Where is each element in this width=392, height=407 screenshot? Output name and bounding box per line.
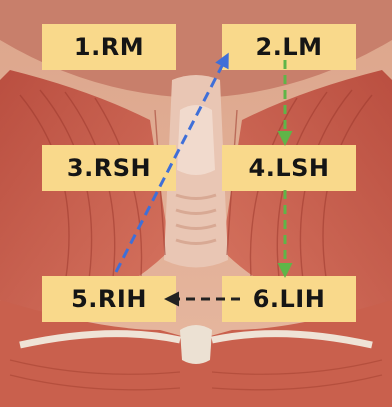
label-right-infra-hyoid: 5.RIH — [42, 276, 176, 322]
label-right-mastoid: 1.RM — [42, 24, 176, 70]
label-left-infra-hyoid: 6.LIH — [222, 276, 356, 322]
label-left-mastoid: 2.LM — [222, 24, 356, 70]
thyroid-cartilage — [177, 105, 215, 175]
label-left-supra-hyoid: 4.LSH — [222, 145, 356, 191]
label-right-supra-hyoid: 3.RSH — [42, 145, 176, 191]
sternum — [180, 325, 212, 364]
